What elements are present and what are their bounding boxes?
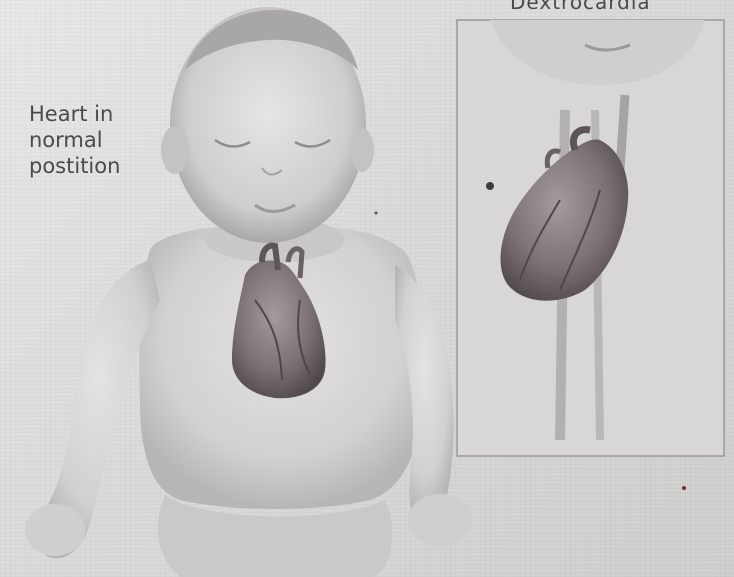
dextrocardia-inset: [457, 20, 724, 456]
print-speck: [682, 486, 686, 490]
print-speck: [375, 212, 378, 215]
caption-dextrocardia: Dextrocardia: [510, 0, 651, 15]
caption-normal-position: Heart in normal postition: [29, 101, 120, 179]
print-speck: [486, 182, 494, 190]
baby-head: [161, 7, 374, 243]
